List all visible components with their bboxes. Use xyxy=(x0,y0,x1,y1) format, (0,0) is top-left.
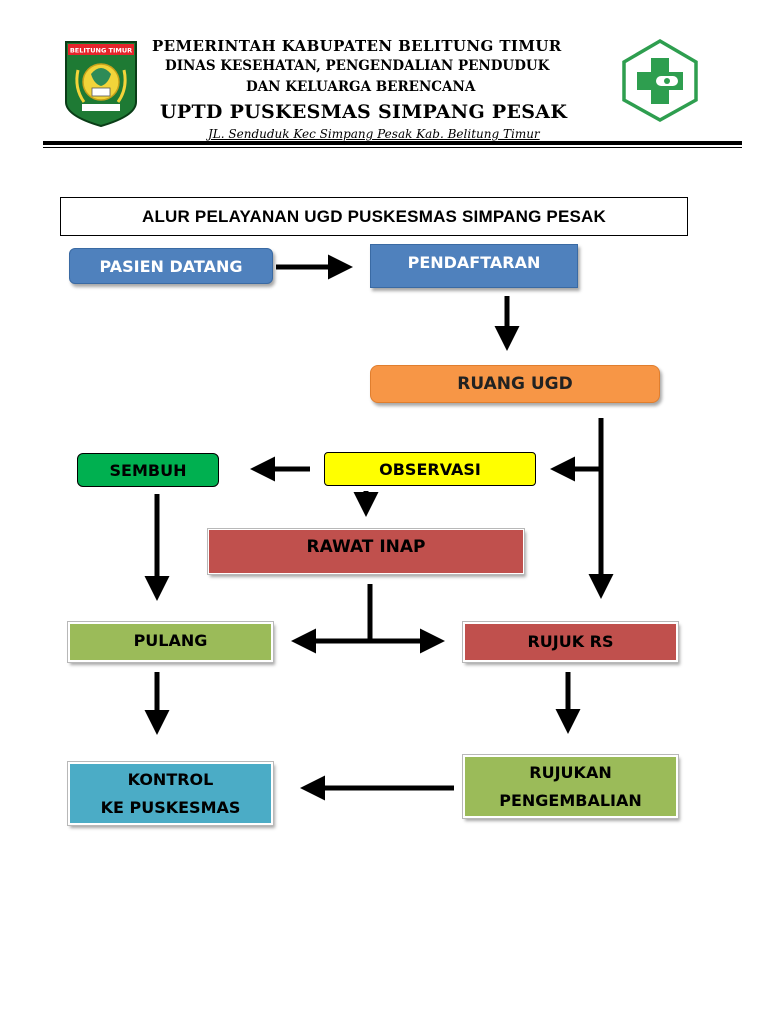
node-rujukan-label-1: RUJUKAN xyxy=(529,762,612,782)
node-pasien-datang-label: PASIEN DATANG xyxy=(99,256,243,276)
node-rujuk-rs-label: RUJUK RS xyxy=(527,631,614,651)
diagram-title: ALUR PELAYANAN UGD PUSKESMAS SIMPANG PES… xyxy=(141,206,606,226)
node-sembuh: SEMBUH xyxy=(77,453,219,487)
node-pulang-label: PULANG xyxy=(133,630,208,650)
node-rawat-inap: RAWAT INAP xyxy=(207,528,525,575)
node-observasi-label: OBSERVASI xyxy=(379,459,481,479)
node-ruang-ugd-label: RUANG UGD xyxy=(457,374,573,394)
node-kontrol-label-1: KONTROL xyxy=(127,769,214,789)
node-rujukan-pengembalian: RUJUKAN PENGEMBALIAN xyxy=(462,754,679,819)
diagram-title-box: ALUR PELAYANAN UGD PUSKESMAS SIMPANG PES… xyxy=(60,197,688,236)
header-department: DINAS KESEHATAN, PENGENDALIAN PENDUDUK xyxy=(165,58,550,74)
header-government: PEMERINTAH KABUPATEN BELITUNG TIMUR xyxy=(152,37,562,55)
node-sembuh-label: SEMBUH xyxy=(109,460,187,480)
node-rujukan-label-2: PENGEMBALIAN xyxy=(499,790,642,810)
header-rule-thick xyxy=(43,141,742,145)
belitung-timur-logo: BELITUNG TIMUR xyxy=(65,41,137,128)
node-ruang-ugd: RUANG UGD xyxy=(370,365,660,403)
puskesmas-logo xyxy=(622,38,698,122)
node-pendaftaran-label: PENDAFTARAN xyxy=(407,252,541,272)
node-rujuk-rs: RUJUK RS xyxy=(462,621,679,663)
node-rawat-inap-label: RAWAT INAP xyxy=(306,536,426,557)
node-observasi: OBSERVASI xyxy=(324,452,536,486)
node-kontrol-label-2: KE PUSKESMAS xyxy=(100,797,241,817)
node-pulang: PULANG xyxy=(67,621,274,663)
header-address: JL. Senduduk Kec Simpang Pesak Kab. Beli… xyxy=(208,127,540,141)
svg-text:BELITUNG TIMUR: BELITUNG TIMUR xyxy=(70,47,132,55)
node-pendaftaran: PENDAFTARAN xyxy=(370,244,578,288)
header-rule-thin xyxy=(43,147,742,148)
node-kontrol-ke-puskesmas: KONTROL KE PUSKESMAS xyxy=(67,761,274,826)
header-institution: UPTD PUSKESMAS SIMPANG PESAK xyxy=(160,101,568,123)
header-department-cont: DAN KELUARGA BERENCANA xyxy=(246,79,476,95)
node-pasien-datang: PASIEN DATANG xyxy=(69,248,273,284)
